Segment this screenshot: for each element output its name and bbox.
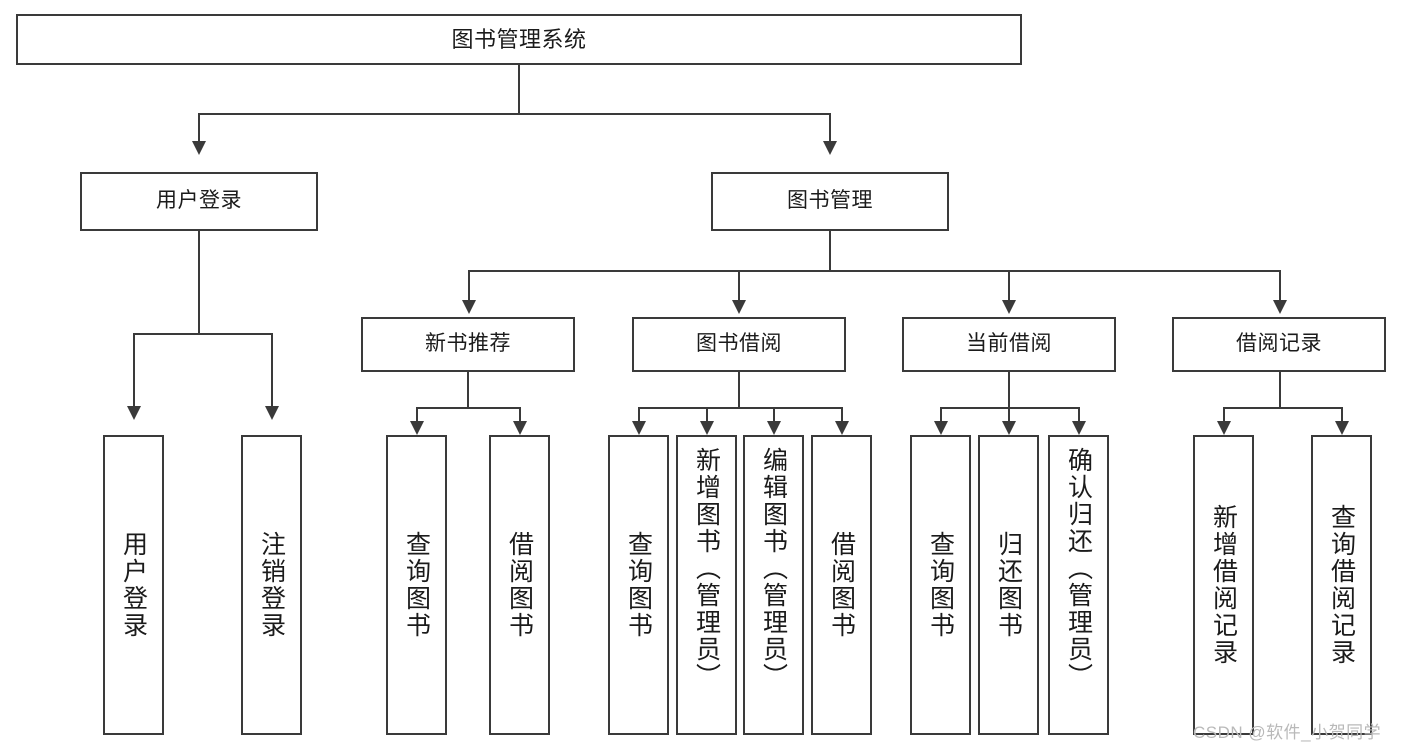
node-label: 借阅图书 [505,531,534,639]
arrowhead-leaf-borrow-book-1 [513,421,527,435]
leaf-add-record[interactable]: 新增借阅记录 [1193,435,1254,735]
connector-nbr-to-leaf-1 [416,407,418,423]
arrowhead-leaf-query-book-2 [632,421,646,435]
connector-bb-to-leaf-4 [841,407,843,423]
connector-bb-to-leaf-3 [773,407,775,423]
arrowhead-leaf-edit-book [767,421,781,435]
node-book-manage[interactable]: 图书管理 [711,172,949,231]
node-label: 图书借阅 [696,332,782,356]
connector-book-borrow-bus [638,407,842,409]
leaf-query-record[interactable]: 查询借阅记录 [1311,435,1372,735]
node-new-book-recommend[interactable]: 新书推荐 [361,317,575,372]
connector-borrow-record-stem [1279,372,1281,409]
arrowhead-leaf-add-book [700,421,714,435]
connector-user-login-to-leaf-1 [133,333,135,408]
node-label: 当前借阅 [966,332,1052,356]
arrowhead-leaf-borrow-book-2 [835,421,849,435]
node-label: 新书推荐 [425,332,511,356]
node-label: 用户登录 [119,531,148,639]
connector-book-manage-to-l3-4 [1279,270,1281,302]
node-label: 图书管理 [787,189,873,213]
node-label: 用户登录 [156,189,242,213]
connector-cb-to-leaf-2 [1008,407,1010,423]
node-user-login[interactable]: 用户登录 [80,172,318,231]
connector-nbr-to-leaf-2 [519,407,521,423]
leaf-query-book-2[interactable]: 查询图书 [608,435,669,735]
connector-root-to-user-login [198,113,200,143]
connector-cb-to-leaf-3 [1078,407,1080,423]
leaf-user-logout[interactable]: 注销登录 [241,435,302,735]
node-label: 编辑图书（管理员） [759,447,788,690]
arrowhead-leaf-add-record [1217,421,1231,435]
arrowhead-leaf-query-book-3 [934,421,948,435]
leaf-add-book[interactable]: 新增图书（管理员） [676,435,737,735]
connector-book-borrow-stem [738,372,740,409]
connector-user-login-stem [198,231,200,334]
node-label: 借阅图书 [827,531,856,639]
leaf-edit-book[interactable]: 编辑图书（管理员） [743,435,804,735]
arrowhead-book-borrow [732,300,746,314]
arrowhead-leaf-user-logout [265,406,279,420]
node-book-borrow[interactable]: 图书借阅 [632,317,846,372]
node-borrow-record[interactable]: 借阅记录 [1172,317,1386,372]
leaf-borrow-book-2[interactable]: 借阅图书 [811,435,872,735]
connector-user-login-bus [133,333,272,335]
leaf-user-login[interactable]: 用户登录 [103,435,164,735]
connector-book-manage-bus [468,270,1279,272]
arrowhead-leaf-query-book-1 [410,421,424,435]
node-current-borrow[interactable]: 当前借阅 [902,317,1116,372]
connector-root-bus [198,113,830,115]
arrowhead-leaf-return-book [1002,421,1016,435]
node-label: 查询借阅记录 [1327,504,1356,666]
connector-new-book-recommend-stem [467,372,469,409]
connector-bb-to-leaf-2 [706,407,708,423]
connector-br-to-leaf-1 [1223,407,1225,423]
connector-bb-to-leaf-1 [638,407,640,423]
connector-root-stem [518,65,520,114]
arrowhead-leaf-confirm-return [1072,421,1086,435]
connector-root-to-book-manage [829,113,831,143]
connector-borrow-record-bus [1223,407,1342,409]
connector-current-borrow-stem [1008,372,1010,409]
arrowhead-leaf-user-login [127,406,141,420]
csdn-watermark: CSDN @软件_小贺同学 [1193,723,1382,742]
connector-book-manage-stem [829,231,831,272]
arrowhead-leaf-query-record [1335,421,1349,435]
node-root-system[interactable]: 图书管理系统 [16,14,1022,65]
arrowhead-new-book-recommend [462,300,476,314]
connector-book-manage-to-l3-1 [468,270,470,302]
arrowhead-book-manage [823,141,837,155]
node-label: 归还图书 [994,531,1023,639]
node-label: 注销登录 [257,531,286,639]
leaf-return-book[interactable]: 归还图书 [978,435,1039,735]
connector-new-book-recommend-bus [416,407,520,409]
leaf-query-book-3[interactable]: 查询图书 [910,435,971,735]
node-label: 图书管理系统 [451,26,587,52]
node-label: 新增借阅记录 [1209,504,1238,666]
node-label: 确认归还（管理员） [1064,447,1093,690]
leaf-borrow-book-1[interactable]: 借阅图书 [489,435,550,735]
leaf-confirm-return[interactable]: 确认归还（管理员） [1048,435,1109,735]
arrowhead-current-borrow [1002,300,1016,314]
node-label: 查询图书 [402,531,431,639]
connector-book-manage-to-l3-3 [1008,270,1010,302]
arrowhead-user-login [192,141,206,155]
node-label: 查询图书 [624,531,653,639]
node-label: 查询图书 [926,531,955,639]
node-label: 借阅记录 [1236,332,1322,356]
connector-book-manage-to-l3-2 [738,270,740,302]
connector-br-to-leaf-2 [1341,407,1343,423]
connector-user-login-to-leaf-2 [271,333,273,408]
node-label: 新增图书（管理员） [692,447,721,690]
arrowhead-borrow-record [1273,300,1287,314]
connector-cb-to-leaf-1 [940,407,942,423]
leaf-query-book-1[interactable]: 查询图书 [386,435,447,735]
